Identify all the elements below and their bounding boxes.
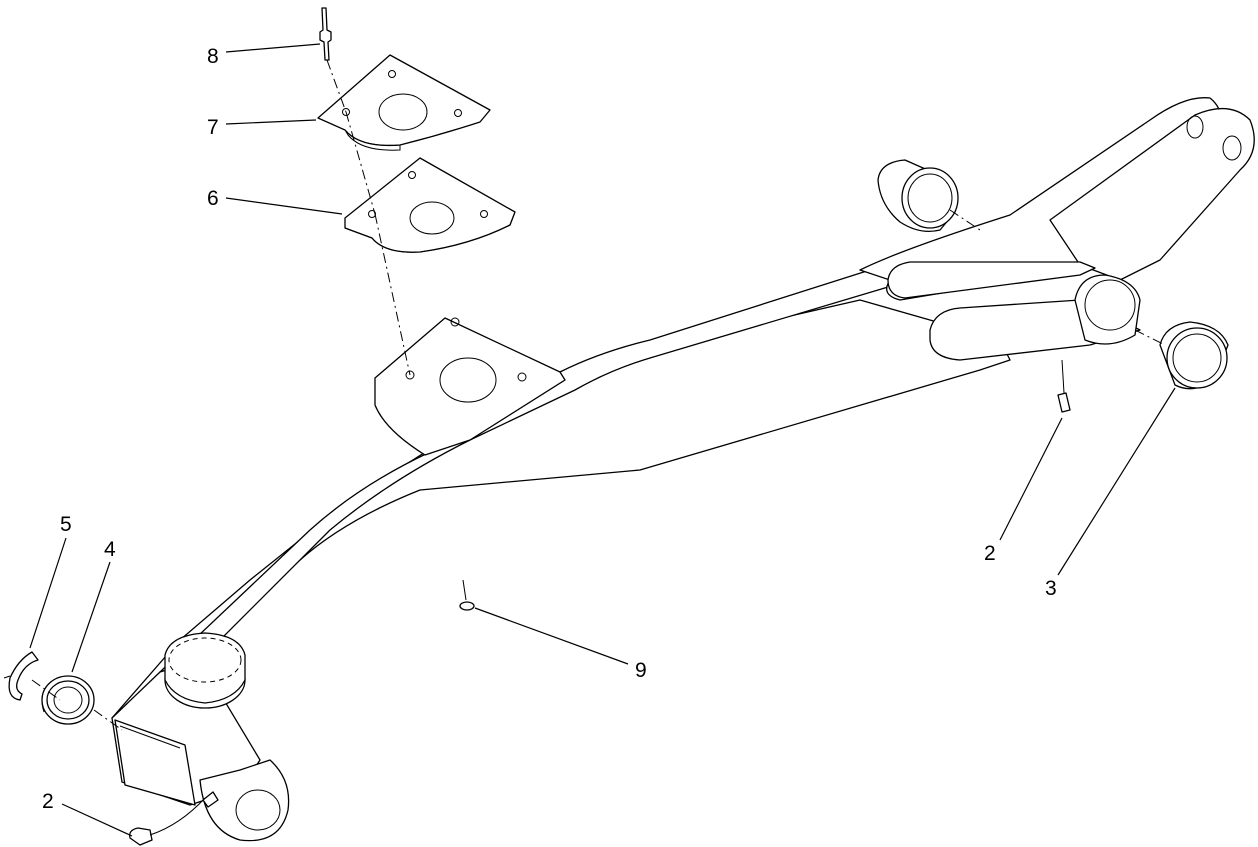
upper-bushing xyxy=(877,159,959,233)
callout-3: 3 xyxy=(1045,577,1057,600)
leader-lines xyxy=(29,43,1176,837)
callout-5: 5 xyxy=(60,513,72,536)
callout-labels: 8 7 6 5 4 2 3 9 2 xyxy=(42,45,1057,813)
assembly-lines xyxy=(31,59,1166,731)
part-8-pin xyxy=(319,7,332,61)
callout-4: 4 xyxy=(104,538,116,561)
callout-8: 8 xyxy=(207,45,219,68)
part-6-plate xyxy=(344,157,516,253)
part-7-plate xyxy=(317,54,491,151)
part-3-bushing xyxy=(1159,321,1229,390)
callout-7: 7 xyxy=(207,116,219,139)
callout-2-right: 2 xyxy=(984,542,996,565)
callout-2-left: 2 xyxy=(42,790,54,813)
part-4-bearing xyxy=(41,675,95,725)
callout-9: 9 xyxy=(635,659,647,682)
part-5-snap-ring xyxy=(3,651,39,701)
lift-arm xyxy=(111,97,1255,846)
callout-6: 6 xyxy=(207,187,219,210)
